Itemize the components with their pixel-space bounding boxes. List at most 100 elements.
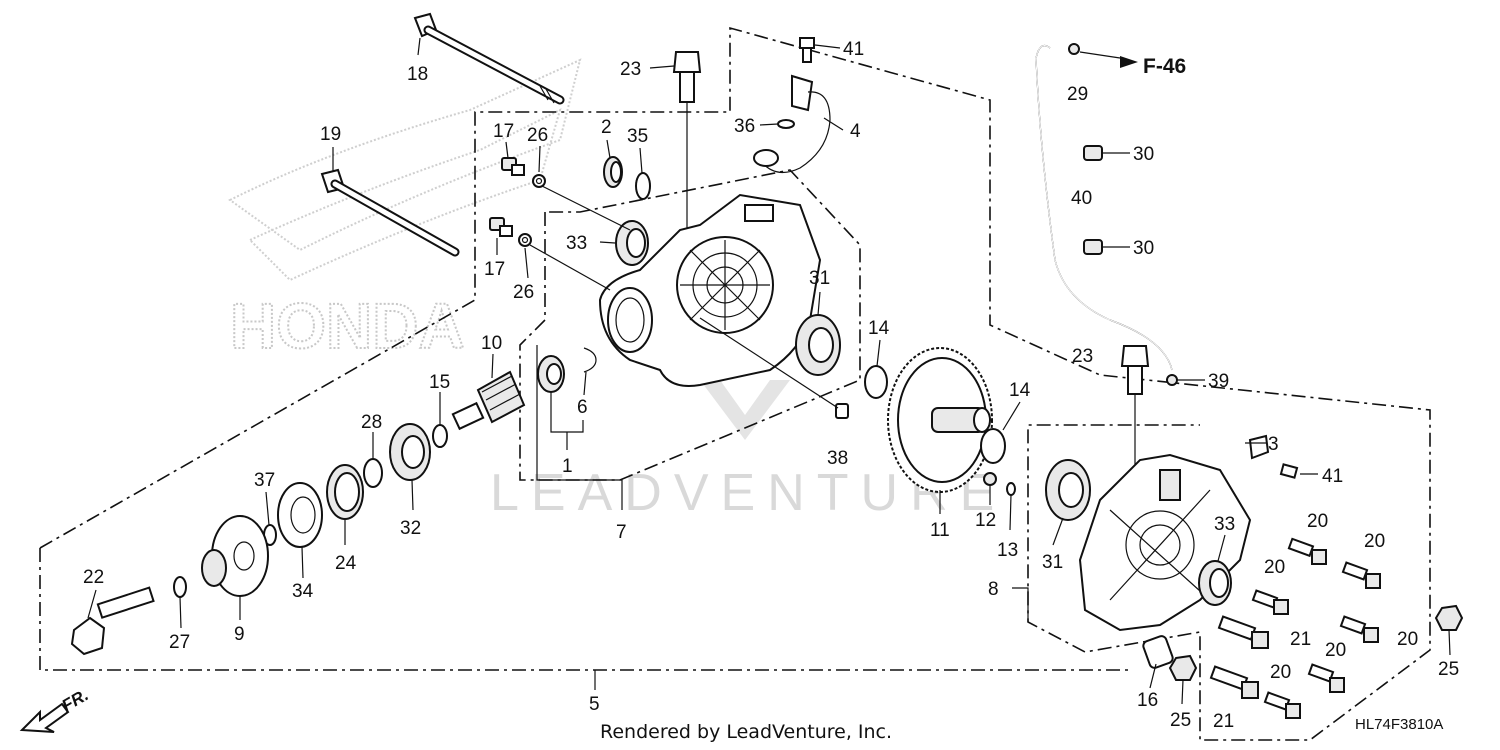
callout-26-lower: 26 xyxy=(513,282,534,303)
part-26-washer-upper xyxy=(532,174,546,188)
part-14-o-ring-right xyxy=(980,428,1006,464)
part-4-speed-sensor xyxy=(753,74,831,174)
part-16-collar xyxy=(1142,635,1174,669)
part-18-bolt xyxy=(413,12,565,105)
part-33-oil-seal-right xyxy=(1198,560,1232,606)
callout-3: 3 xyxy=(1268,434,1279,455)
callout-24: 24 xyxy=(335,553,357,574)
callout-41-upper: 41 xyxy=(843,39,864,60)
part-20-bolts xyxy=(1251,537,1381,719)
part-40-breather-tube xyxy=(1035,45,1173,371)
callout-5: 5 xyxy=(589,694,600,715)
callout-16: 16 xyxy=(1137,690,1158,711)
part-15-o-ring xyxy=(432,424,448,448)
callout-23-upper: 23 xyxy=(620,59,641,80)
callout-labels: 18 19 17 26 17 26 2 35 33 23 41 36 4 31 … xyxy=(83,39,1459,732)
part-34-oil-seal xyxy=(277,482,323,548)
part-20-bolt xyxy=(1339,615,1379,643)
callout-25-lower: 25 xyxy=(1170,710,1191,731)
callout-13: 13 xyxy=(997,540,1018,561)
part-26-washer-lower xyxy=(518,233,532,247)
callout-30-lower: 30 xyxy=(1133,238,1154,259)
part-23-bolt-upper xyxy=(672,51,702,235)
part-11-ring-gear xyxy=(887,347,993,493)
callout-17-upper: 17 xyxy=(493,121,514,142)
part-39-clamp xyxy=(1166,374,1205,386)
part-28-shim xyxy=(363,458,383,488)
front-direction-indicator: FR. xyxy=(19,685,92,733)
part-3-plate xyxy=(1248,434,1270,460)
part-17-fitting-lower xyxy=(489,217,513,237)
part-22-flange-bolt xyxy=(70,586,155,656)
part-8-gear-case-cover xyxy=(1078,453,1252,632)
part-24-lock-nut xyxy=(326,464,364,520)
callout-40: 40 xyxy=(1071,188,1092,209)
callout-32: 32 xyxy=(400,518,421,539)
part-31-bearing-upper xyxy=(795,314,841,376)
part-9-joint-flange xyxy=(201,515,269,597)
part-21-bolt-upper xyxy=(1217,615,1269,649)
part-2-oil-seal xyxy=(603,156,623,188)
part-32-bearing xyxy=(389,423,431,481)
part-1-needle-bearing xyxy=(537,355,565,393)
callout-23-lower: 23 xyxy=(1072,346,1093,367)
leadventure-watermark: LEADVENTURE xyxy=(490,380,994,522)
callout-39: 39 xyxy=(1208,371,1229,392)
callout-20-a: 20 xyxy=(1307,511,1328,532)
callout-10: 10 xyxy=(481,333,502,354)
callout-41-lower: 41 xyxy=(1322,466,1343,487)
callout-20-d: 20 xyxy=(1397,629,1418,650)
part-33-oil-seal-left xyxy=(615,220,649,266)
callout-25-right: 25 xyxy=(1438,659,1459,680)
part-30-clip-lower xyxy=(1083,239,1130,255)
part-13-washer xyxy=(1006,482,1016,496)
callout-20-c: 20 xyxy=(1264,557,1285,578)
part-21-bolt-lower xyxy=(1209,665,1259,699)
callout-2: 2 xyxy=(601,117,612,138)
callout-12: 12 xyxy=(975,510,996,531)
callout-9: 9 xyxy=(234,624,245,645)
callout-17-lower: 17 xyxy=(484,259,505,280)
callout-1: 1 xyxy=(562,456,573,477)
callout-14-right: 14 xyxy=(1009,380,1031,401)
callout-34: 34 xyxy=(292,581,314,602)
part-19-bolt xyxy=(320,168,460,257)
part-14-o-ring-left xyxy=(864,365,888,399)
callout-35: 35 xyxy=(627,126,648,147)
callout-11: 11 xyxy=(930,520,950,541)
callout-21-lower: 21 xyxy=(1213,711,1234,732)
callout-31-upper: 31 xyxy=(809,268,830,289)
part-31-bearing-lower xyxy=(1045,459,1091,521)
callout-28: 28 xyxy=(361,412,382,433)
part-10-pinion-gear xyxy=(451,370,526,431)
part-35-o-ring xyxy=(635,172,651,200)
callout-20-e: 20 xyxy=(1325,640,1346,661)
callout-7: 7 xyxy=(616,522,627,543)
front-arrow-icon xyxy=(19,702,70,733)
part-20-bolt xyxy=(1307,663,1345,693)
part-20-bolt xyxy=(1341,561,1381,589)
callout-27: 27 xyxy=(169,632,190,653)
part-6-circlip xyxy=(583,347,597,373)
part-12-plug xyxy=(983,472,997,486)
part-20-bolt xyxy=(1263,691,1301,719)
callout-19: 19 xyxy=(320,124,341,145)
callout-22: 22 xyxy=(83,567,104,588)
callout-20-f: 20 xyxy=(1270,662,1291,683)
honda-logo-text: HONDA xyxy=(230,290,465,362)
callout-26-upper: 26 xyxy=(527,125,548,146)
reference-f-46: F-46 xyxy=(1143,55,1186,78)
callout-31-lower: 31 xyxy=(1042,552,1063,573)
diagram-code: HL74F3810A xyxy=(1355,716,1443,733)
callout-15: 15 xyxy=(429,372,450,393)
callout-38: 38 xyxy=(827,448,848,469)
part-27-washer xyxy=(173,576,187,598)
part-30-clip-upper xyxy=(1083,145,1130,161)
callout-18: 18 xyxy=(407,64,428,85)
assembly-outlines xyxy=(39,26,1431,741)
callout-33-right: 33 xyxy=(1214,514,1235,535)
callout-20-b: 20 xyxy=(1364,531,1385,552)
callout-36: 36 xyxy=(734,116,755,137)
credit-text: Rendered by LeadVenture, Inc. xyxy=(600,721,892,743)
